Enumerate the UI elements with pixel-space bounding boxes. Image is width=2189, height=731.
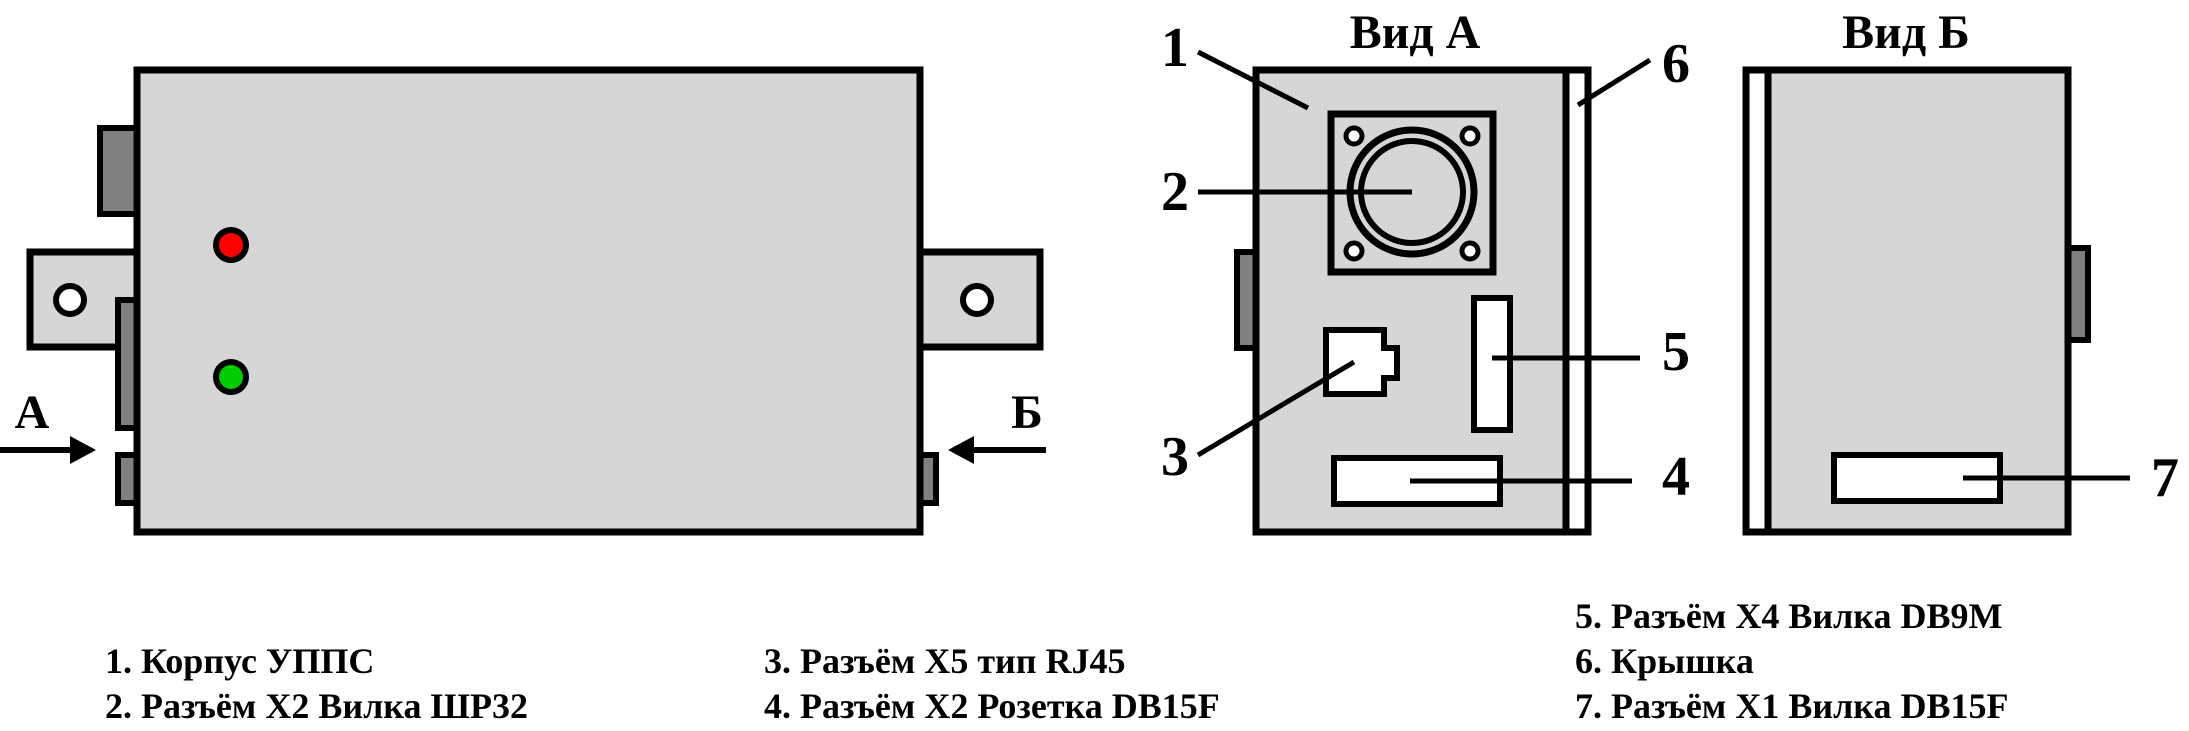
arrow-a-label: А	[15, 386, 50, 439]
leader-3	[1196, 359, 1356, 458]
arrow-a-head	[70, 436, 96, 464]
legend-item-7: 7. Разъём X1 Вилка DB15F	[1575, 686, 2008, 726]
view-a-title: Вид А	[1350, 6, 1481, 59]
view-a-cover	[1562, 66, 1592, 536]
shr32-screw-tl	[1343, 125, 1365, 147]
callout-6: 6	[1662, 33, 1690, 95]
view-b: Вид Б 7	[1742, 6, 2179, 536]
shr32-screw-tr	[1459, 125, 1481, 147]
callout-5: 5	[1662, 321, 1690, 383]
housing-top-view: А Б	[0, 66, 1046, 536]
legend-item-4: 4. Разъём X2 Розетка DB15F	[764, 686, 1220, 726]
led-green	[213, 359, 249, 395]
led-red	[213, 227, 249, 263]
callout-4: 4	[1662, 446, 1690, 508]
left-mounting-hole	[53, 283, 87, 317]
view-a: Вид А 1 2 3 4 5 6	[1161, 6, 1690, 536]
legend: 1. Корпус УППС 2. Разъём X2 Вилка ШР32 3…	[105, 596, 2008, 726]
db9m-connector	[1471, 295, 1513, 433]
shr32-screw-bl	[1343, 240, 1365, 262]
legend-item-3: 3. Разъём X5 тип RJ45	[764, 641, 1126, 681]
shr32-screw-br	[1459, 240, 1481, 262]
side-connector-top	[97, 125, 143, 217]
legend-item-1: 1. Корпус УППС	[105, 641, 374, 681]
rj45-connector	[1323, 327, 1400, 397]
callout-3: 3	[1161, 426, 1189, 488]
leader-6	[1576, 57, 1652, 108]
legend-item-6: 6. Крышка	[1575, 641, 1754, 681]
callout-2: 2	[1161, 161, 1189, 223]
arrow-b-label: Б	[1011, 386, 1043, 439]
view-b-title: Вид Б	[1842, 6, 1970, 59]
view-b-cover	[1742, 66, 1772, 536]
right-mounting-hole	[960, 283, 994, 317]
callout-7: 7	[2151, 447, 2179, 509]
arrow-b-head	[948, 436, 974, 464]
legend-item-2: 2. Разъём X2 Вилка ШР32	[105, 686, 528, 726]
leader-1	[1196, 49, 1310, 111]
callout-1: 1	[1161, 17, 1189, 79]
housing-body	[133, 66, 924, 536]
legend-item-5: 5. Разъём X4 Вилка DB9M	[1575, 596, 2002, 636]
